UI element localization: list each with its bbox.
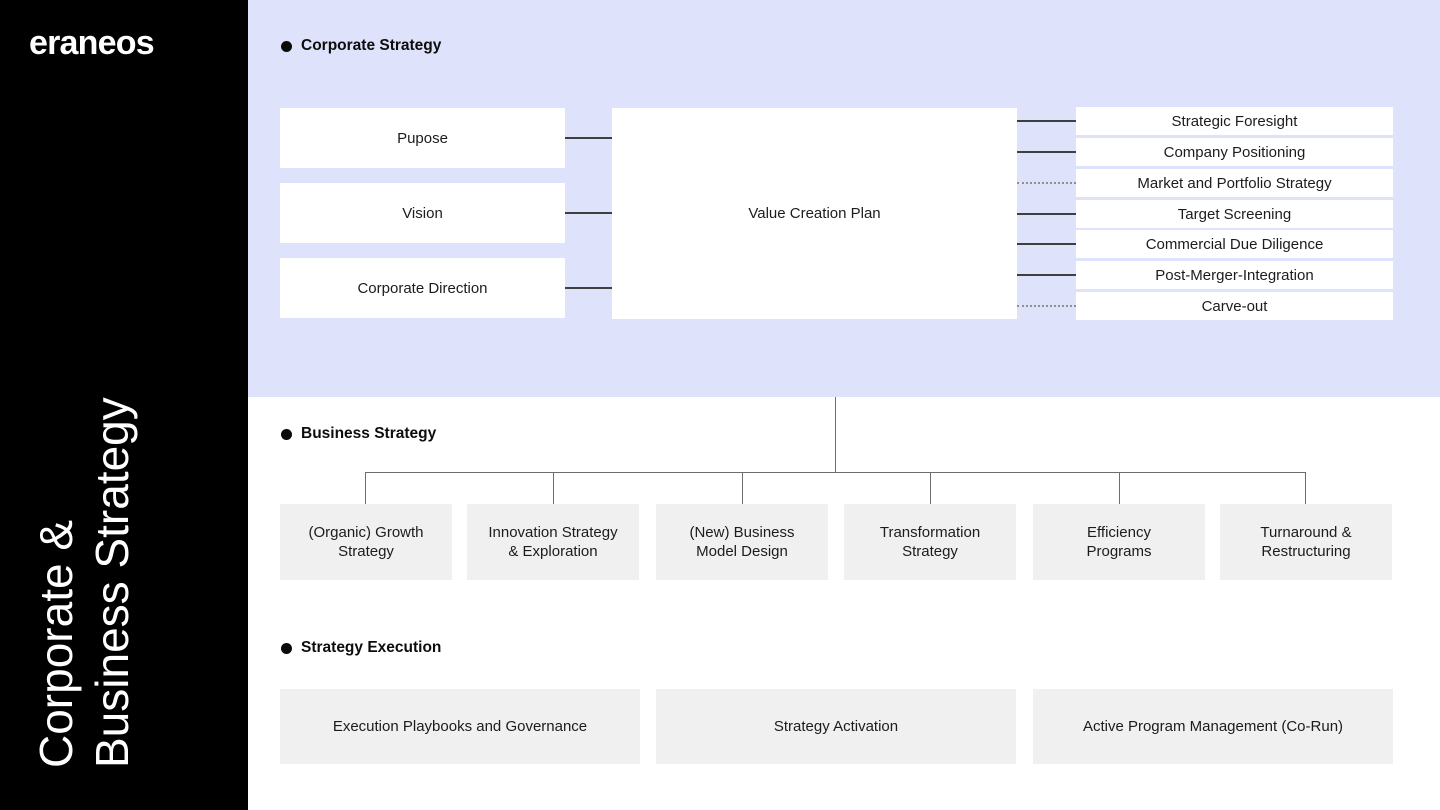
tree-drop-line bbox=[365, 472, 366, 505]
slide-vertical-title: Corporate & Business Strategy bbox=[28, 328, 140, 768]
tree-drop-line bbox=[1119, 472, 1120, 505]
node-purpose: Pupose bbox=[280, 108, 565, 168]
vertical-title-line1: Corporate & bbox=[30, 519, 82, 768]
connector-line bbox=[1017, 243, 1076, 245]
tree-drop-line bbox=[742, 472, 743, 505]
bullet-icon bbox=[281, 40, 292, 52]
connector-line bbox=[1017, 274, 1076, 276]
node-innovation-strategy-exploration: Innovation Strategy & Exploration bbox=[467, 504, 639, 580]
tree-drop-line bbox=[553, 472, 554, 505]
output-row: Commercial Due Diligence bbox=[1017, 230, 1393, 258]
connector-line-dotted bbox=[1017, 305, 1076, 307]
tree-horizontal-line bbox=[366, 472, 1306, 473]
bullet-icon bbox=[281, 642, 292, 654]
connector-line bbox=[565, 212, 612, 214]
node-transformation-strategy: Transformation Strategy bbox=[844, 504, 1016, 580]
vertical-title-line2: Business Strategy bbox=[86, 397, 138, 768]
connector-line bbox=[1017, 120, 1076, 122]
node-strategy-activation: Strategy Activation bbox=[656, 689, 1016, 764]
corporate-strategy-heading: Corporate Strategy bbox=[281, 37, 441, 55]
output-row: Post-Merger-Integration bbox=[1017, 261, 1393, 289]
node-value-creation-plan: Value Creation Plan bbox=[612, 108, 1017, 319]
connector-line bbox=[565, 287, 612, 289]
output-row: Strategic Foresight bbox=[1017, 107, 1393, 135]
node-post-merger-integration: Post-Merger-Integration bbox=[1076, 261, 1393, 289]
node-new-business-model-design: (New) Business Model Design bbox=[656, 504, 828, 580]
node-vision: Vision bbox=[280, 183, 565, 243]
node-execution-playbooks-governance: Execution Playbooks and Governance bbox=[280, 689, 640, 764]
node-commercial-due-diligence: Commercial Due Diligence bbox=[1076, 230, 1393, 258]
node-efficiency-programs: Efficiency Programs bbox=[1033, 504, 1205, 580]
tree-drop-line bbox=[1305, 472, 1306, 505]
connector-line bbox=[565, 137, 612, 139]
node-active-program-management: Active Program Management (Co-Run) bbox=[1033, 689, 1393, 764]
strategy-execution-heading: Strategy Execution bbox=[281, 639, 441, 657]
output-row: Carve-out bbox=[1017, 292, 1393, 320]
node-corporate-direction: Corporate Direction bbox=[280, 258, 565, 318]
bullet-icon bbox=[281, 428, 292, 440]
node-turnaround-restructuring: Turnaround & Restructuring bbox=[1220, 504, 1392, 580]
business-strategy-heading: Business Strategy bbox=[281, 425, 436, 443]
sidebar: eraneos Corporate & Business Strategy bbox=[0, 0, 248, 810]
connector-line-dotted bbox=[1017, 182, 1076, 184]
connector-line bbox=[1017, 151, 1076, 153]
output-row: Target Screening bbox=[1017, 200, 1393, 228]
eraneos-logo: eraneos bbox=[29, 24, 155, 62]
node-company-positioning: Company Positioning bbox=[1076, 138, 1393, 166]
node-strategic-foresight: Strategic Foresight bbox=[1076, 107, 1393, 135]
node-target-screening: Target Screening bbox=[1076, 200, 1393, 228]
corporate-strategy-heading-label: Corporate Strategy bbox=[301, 37, 442, 54]
tree-stem-line bbox=[835, 397, 836, 473]
connector-line bbox=[1017, 213, 1076, 215]
output-row: Market and Portfolio Strategy bbox=[1017, 169, 1393, 197]
tree-drop-line bbox=[930, 472, 931, 505]
node-market-portfolio-strategy: Market and Portfolio Strategy bbox=[1076, 169, 1393, 197]
business-strategy-heading-label: Business Strategy bbox=[301, 425, 437, 442]
node-organic-growth-strategy: (Organic) Growth Strategy bbox=[280, 504, 452, 580]
strategy-execution-heading-label: Strategy Execution bbox=[301, 639, 442, 656]
output-row: Company Positioning bbox=[1017, 138, 1393, 166]
node-carve-out: Carve-out bbox=[1076, 292, 1393, 320]
